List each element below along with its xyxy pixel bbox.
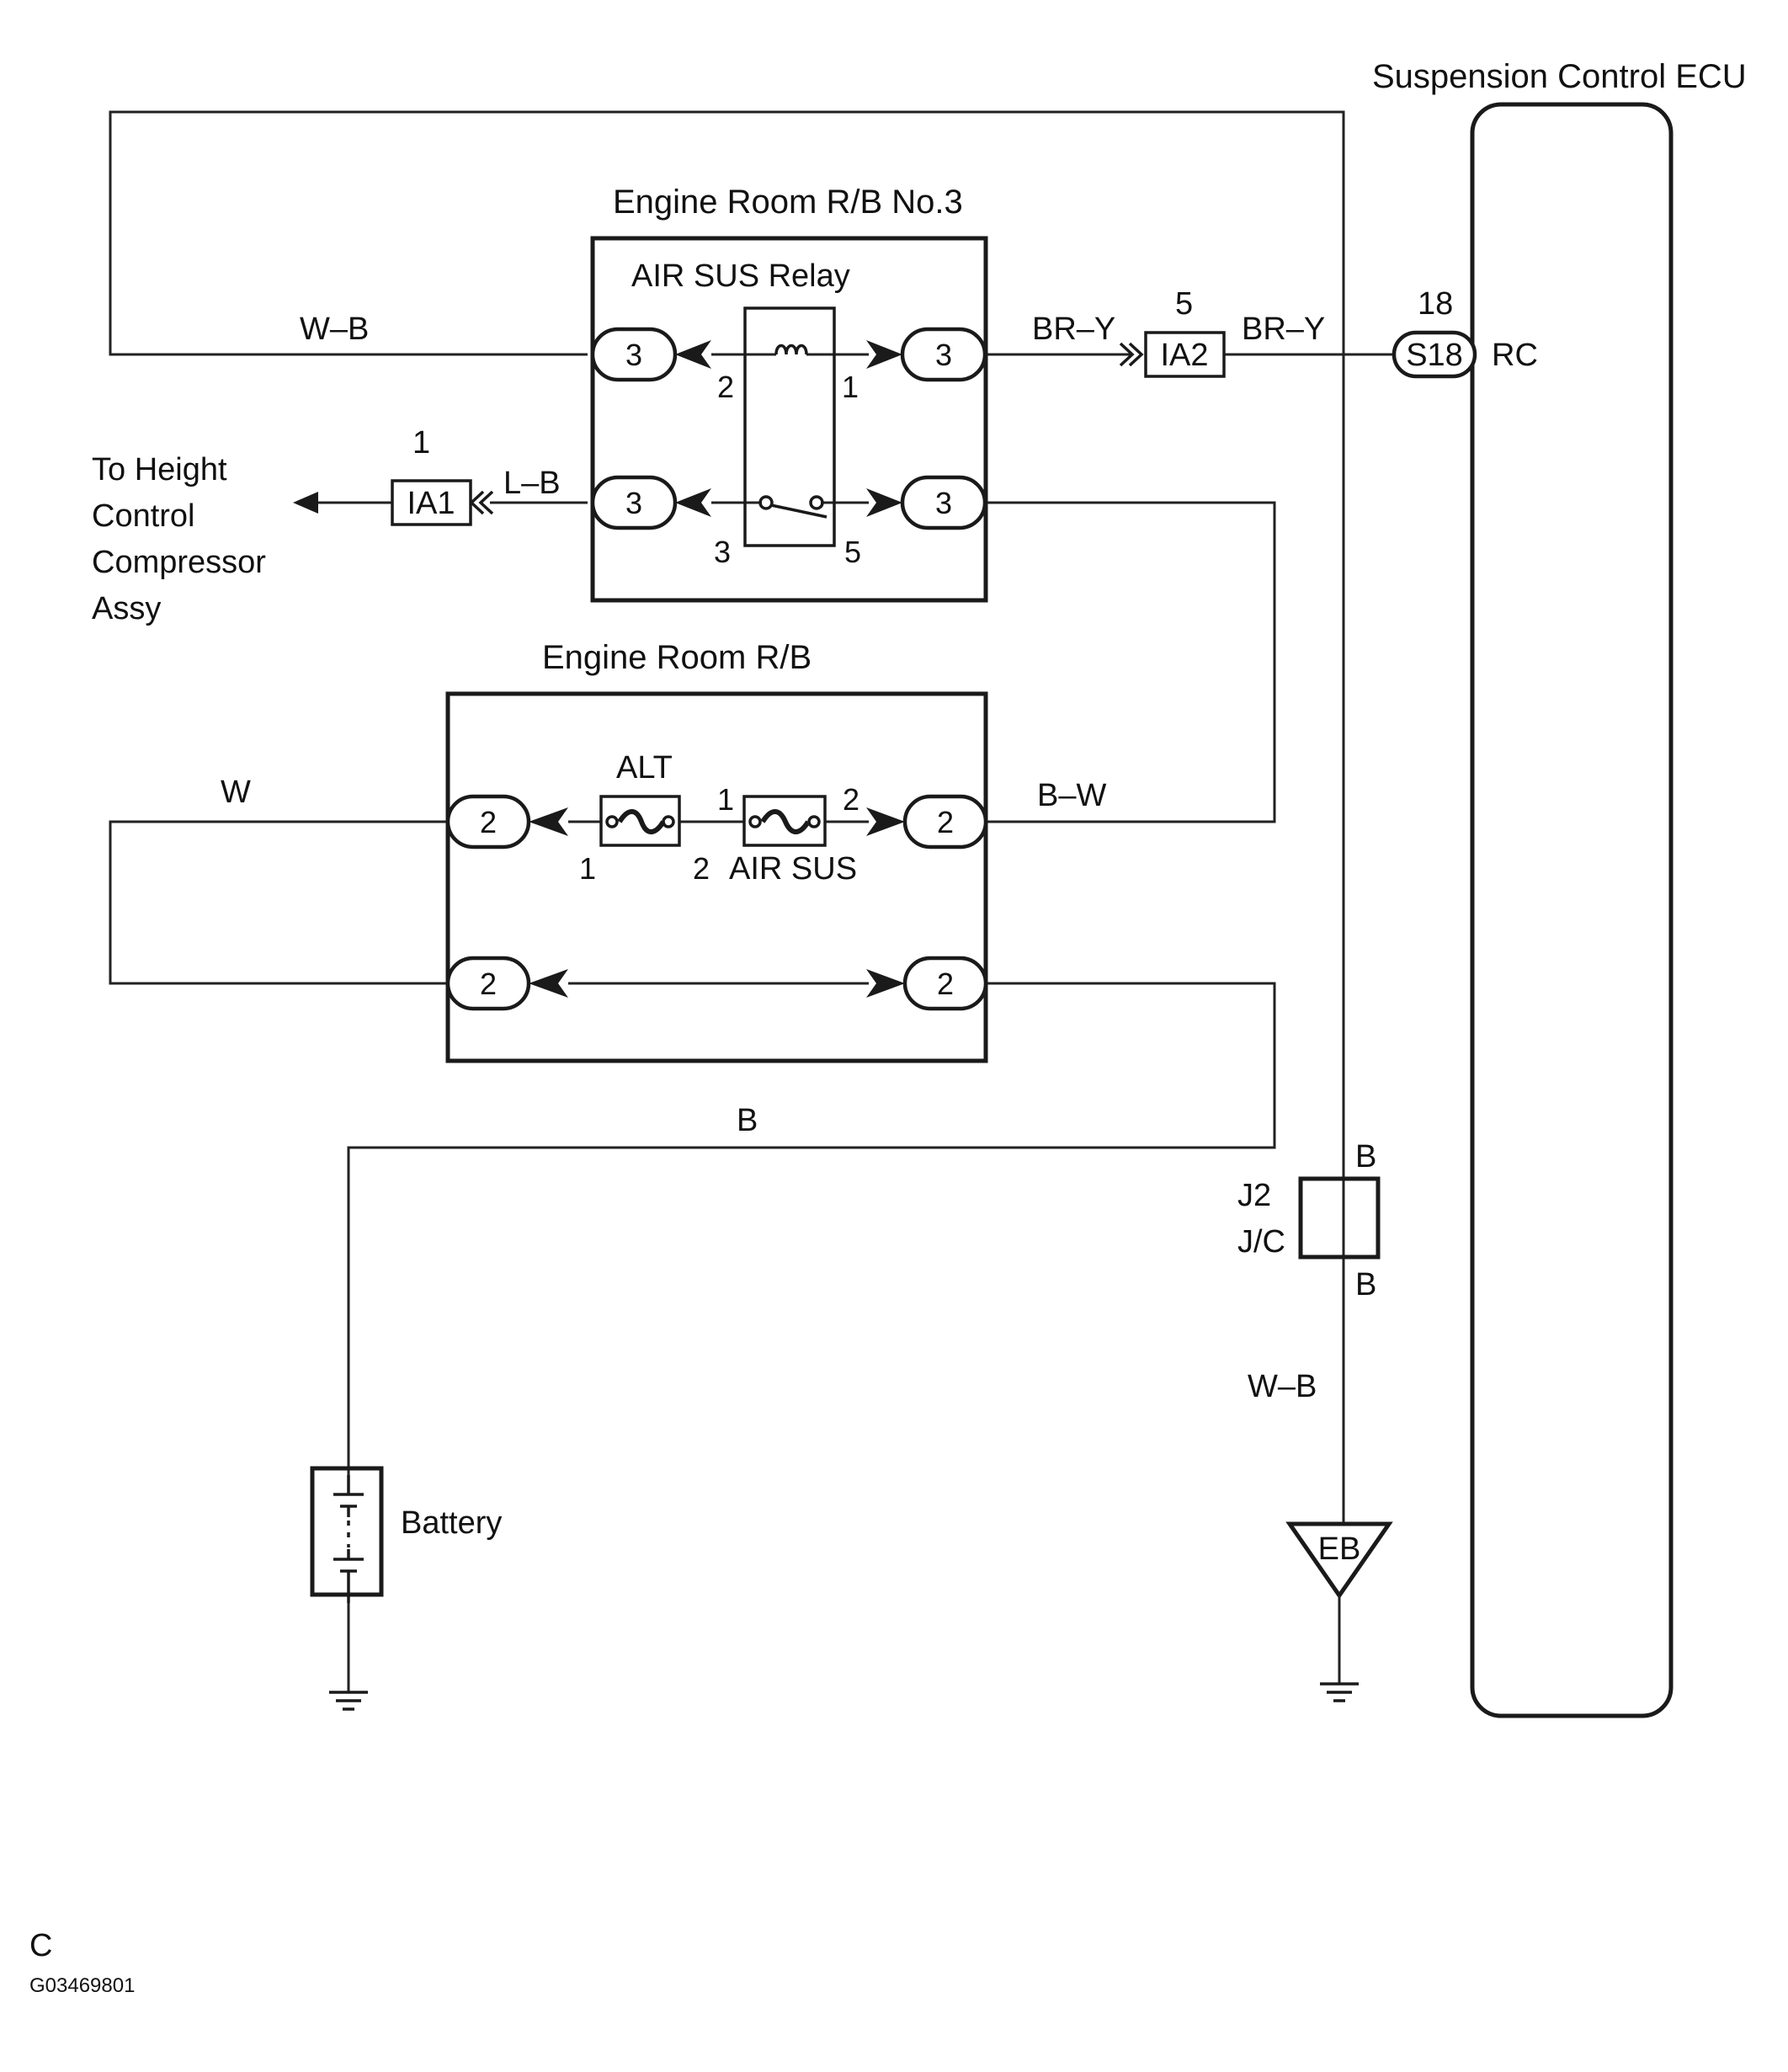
ecu-terminal-rc: RC [1492, 338, 1538, 373]
wire-bw [985, 501, 1276, 823]
ecu-pin-number: 18 [1418, 286, 1453, 322]
relay-coil-pin-1: 1 [842, 370, 859, 404]
relay-coil-pin-2: 2 [717, 370, 734, 404]
svg-text:3: 3 [625, 338, 642, 372]
relay-connector-right-top: 3 [866, 327, 987, 382]
ground-point-eb-label: EB [1318, 1531, 1361, 1567]
wire-wb-top [109, 110, 1345, 1524]
svg-text:3: 3 [935, 486, 952, 520]
fuse-alt-icon [599, 795, 681, 847]
wire-w [109, 820, 448, 985]
svg-text:Compressor: Compressor [92, 545, 266, 580]
fuse-air-sus-pin-1: 1 [717, 782, 734, 817]
ground-point-eb-icon [1285, 1521, 1393, 1600]
jc-pin-bottom-label: B [1355, 1267, 1376, 1302]
svg-text:2: 2 [480, 967, 497, 1001]
svg-text:3: 3 [625, 486, 642, 520]
svg-text:Assy: Assy [92, 591, 161, 626]
rb-connector-left-bottom: 2 [445, 956, 568, 1011]
wire-label-lb: L–B [503, 466, 561, 501]
relay-connector-left-bottom: 3 [590, 475, 711, 530]
svg-text:2: 2 [937, 805, 954, 839]
ia1-label: IA1 [407, 486, 455, 521]
svg-text:3: 3 [935, 338, 952, 372]
rb-connector-right-bottom: 2 [866, 956, 988, 1011]
wire-label-wb-top: W–B [300, 312, 369, 347]
wire-label-wb-ground: W–B [1248, 1369, 1317, 1404]
svg-text:2: 2 [937, 967, 954, 1001]
ia2-chevron-icon [1119, 342, 1144, 367]
ground-icon-left [329, 1691, 368, 1711]
svg-text:2: 2 [480, 805, 497, 839]
relay-block-title: Engine Room R/B No.3 [613, 184, 963, 221]
ecu-connector-s18-label: S18 [1406, 338, 1463, 373]
destination-label: To Height Control Compressor Assy [92, 452, 266, 626]
wire-label-bw: B–W [1037, 778, 1106, 813]
rb-box [445, 691, 988, 1063]
fuse-alt-label: ALT [616, 750, 673, 786]
relay-body [743, 306, 836, 547]
fuse-air-sus-icon [742, 795, 827, 847]
svg-text:Control: Control [92, 498, 195, 534]
rb-title: Engine Room R/B [542, 639, 812, 676]
fuse-air-sus-label: AIR SUS [729, 851, 857, 887]
wire-b-battery [347, 982, 1276, 1475]
junction-name: J2 [1237, 1178, 1271, 1213]
fuse-alt-pin-2: 2 [693, 851, 710, 886]
fuse-alt-pin-1: 1 [579, 851, 596, 886]
wire-label-bry-2: BR–Y [1242, 312, 1325, 347]
ia1-pin: 1 [412, 425, 430, 461]
ia2-label: IA2 [1160, 338, 1208, 373]
figure-id: G03469801 [29, 1974, 135, 1997]
ia1-chevron-icon [469, 490, 494, 515]
relay-connector-left-top: 3 [590, 327, 711, 382]
battery-label: Battery [401, 1505, 502, 1541]
coil-icon [774, 344, 808, 355]
junction-type: J/C [1237, 1224, 1285, 1260]
ecu-title: Suspension Control ECU [1372, 58, 1747, 95]
relay-label: AIR SUS Relay [631, 258, 850, 294]
wire-label-bry-1: BR–Y [1032, 312, 1115, 347]
relay-connector-right-bottom: 3 [866, 475, 987, 530]
wire-label-b: B [737, 1103, 758, 1138]
fuse-air-sus-pin-2: 2 [843, 782, 859, 817]
svg-text:To Height: To Height [92, 452, 227, 487]
ia2-pin: 5 [1175, 286, 1193, 322]
junction-connector [1298, 1176, 1381, 1260]
relay-switch-pin-5: 5 [844, 535, 861, 569]
footer-code: C [29, 1928, 52, 1963]
relay-switch-icon [758, 495, 827, 519]
rb-connector-right-top: 2 [866, 794, 988, 850]
wire-label-w: W [221, 775, 251, 810]
ground-icon-right [1320, 1682, 1359, 1702]
relay-switch-pin-3: 3 [714, 535, 731, 569]
battery-icon [310, 1466, 384, 1603]
ecu-body [1470, 102, 1674, 1718]
rb-connector-left-top: 2 [445, 794, 568, 850]
jc-pin-top-label: B [1355, 1139, 1376, 1174]
ecu-connector-s18 [1392, 330, 1477, 379]
relay-block-box [590, 236, 988, 603]
arrow-left-icon [293, 492, 318, 514]
ia2-connector [1144, 331, 1226, 378]
